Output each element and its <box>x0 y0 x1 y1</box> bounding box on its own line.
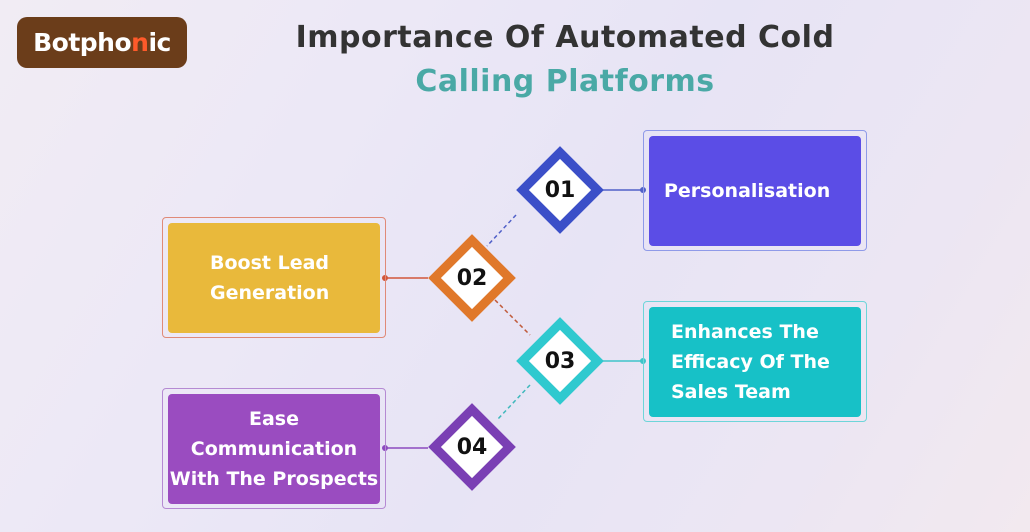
card-ease-communication: Ease Communication With The Prospects <box>168 394 380 504</box>
link-02-03 <box>494 299 531 336</box>
card-02-outline <box>162 217 386 338</box>
card-02-line1: Boost Lead <box>210 252 330 274</box>
card-01-label: Personalisation <box>664 180 831 202</box>
card-03-line3: Sales Team <box>671 381 791 403</box>
step-number-02: 02 <box>456 265 488 291</box>
step-number-01: 01 <box>544 177 576 203</box>
card-03-line1: Enhances The <box>671 321 819 343</box>
card-boost-lead-generation: Boost Lead Generation <box>168 223 380 333</box>
card-01-outline <box>643 130 867 251</box>
step-number-03: 03 <box>544 348 576 374</box>
page-title-line2: Calling Platforms <box>415 64 715 99</box>
card-04-line2: Communication <box>190 438 358 460</box>
card-personalisation: Personalisation <box>649 136 861 246</box>
card-03-outline <box>643 301 867 422</box>
logo-wordmark: Botphonic <box>33 28 171 57</box>
card-04-line3: With The Prospects <box>169 468 379 490</box>
page-title-line1: Importance Of Automated Cold <box>295 20 835 55</box>
card-03-line2: Efficacy Of The <box>671 351 830 373</box>
card-enhances-efficacy: Enhances The Efficacy Of The Sales Team <box>649 307 861 417</box>
card-04-outline <box>162 388 386 509</box>
card-04-line1: Ease <box>249 408 299 430</box>
link-03-04 <box>496 384 531 421</box>
botphonic-logo: Botphonic <box>17 17 187 68</box>
card-02-line2: Generation <box>210 282 330 304</box>
link-01-02 <box>486 214 517 247</box>
step-number-04: 04 <box>456 434 488 460</box>
